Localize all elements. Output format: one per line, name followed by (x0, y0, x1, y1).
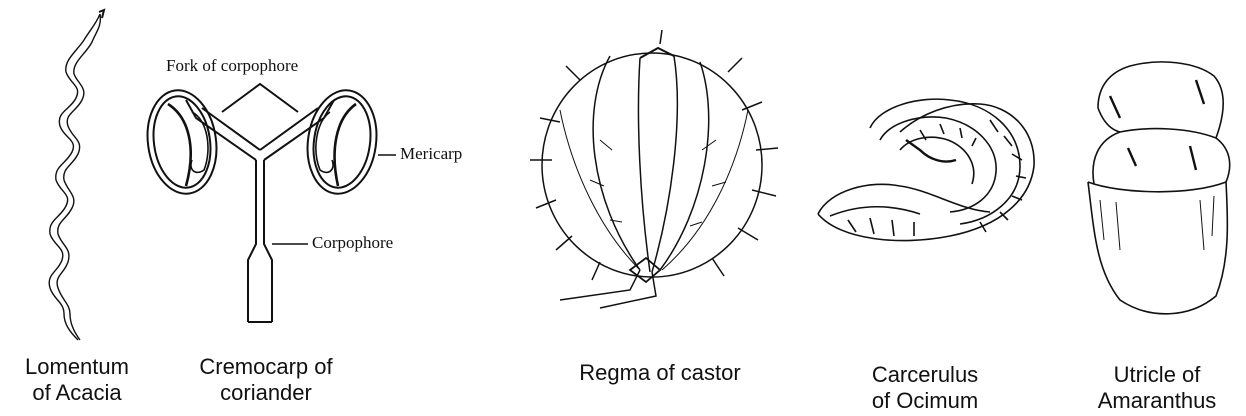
regma-drawing (530, 30, 778, 308)
corpophore-label: Corpophore (312, 233, 393, 253)
mericarp-label: Mericarp (400, 144, 462, 164)
caption-regma: Regma of castor (570, 360, 750, 386)
caption-utricle-line2: Amaranthus (1082, 388, 1232, 414)
caption-cremocarp-line1: Cremocarp of (186, 354, 346, 380)
utricle-drawing (1088, 62, 1230, 314)
caption-cremocarp-line2: coriander (186, 380, 346, 406)
caption-carcerulus-line1: Carcerulus (850, 362, 1000, 388)
caption-lomentum-line1: Lomentum (12, 354, 142, 380)
caption-utricle-line1: Utricle of (1082, 362, 1232, 388)
caption-utricle: Utricle of Amaranthus (1082, 362, 1232, 414)
cremocarp-drawing (141, 84, 396, 322)
caption-cremocarp: Cremocarp of coriander (186, 354, 346, 406)
lomentum-drawing (49, 10, 104, 340)
fork-of-corpophore-label: Fork of corpophore (166, 56, 298, 76)
carcerulus-drawing (818, 99, 1034, 240)
caption-carcerulus-line2: of Ocimum (850, 388, 1000, 414)
caption-lomentum-line2: of Acacia (12, 380, 142, 406)
caption-regma-line1: Regma of castor (570, 360, 750, 386)
caption-carcerulus: Carcerulus of Ocimum (850, 362, 1000, 414)
caption-lomentum: Lomentum of Acacia (12, 354, 142, 406)
